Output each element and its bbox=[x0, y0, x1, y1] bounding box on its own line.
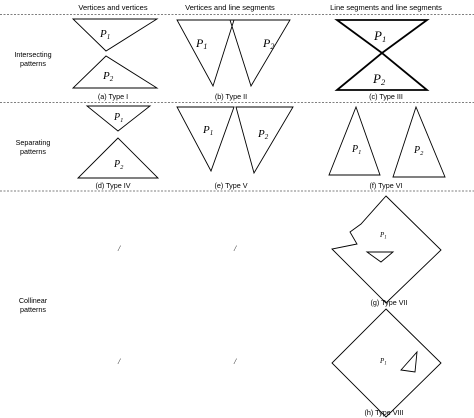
type-8-polygon-p1 bbox=[331, 308, 442, 418]
type-7-polygon-p2 bbox=[365, 251, 395, 263]
type-6-polygon-p1 bbox=[328, 105, 381, 176]
header-vertices-and-vertices: Vertices and vertices bbox=[78, 3, 147, 12]
type-3-label-p1: P1 bbox=[373, 28, 386, 44]
row-label-separating-line1: Separating bbox=[16, 138, 51, 147]
type-3-polygon-p2 bbox=[334, 51, 430, 91]
type-4-polygon-p1 bbox=[85, 105, 152, 132]
caption-type-7: (g) Type VII bbox=[370, 298, 407, 307]
type-5-label-p2: P2 bbox=[257, 128, 269, 141]
type-6-polygon-p2 bbox=[392, 105, 446, 178]
type-3-label-p2: P2 bbox=[372, 71, 386, 87]
type-1-polygon-p2 bbox=[71, 55, 159, 89]
header-line-segments-and-line-segments: Line segments and line segments bbox=[330, 3, 442, 12]
type-4-label-p1: P1 bbox=[113, 112, 123, 124]
type-5-polygon-p2 bbox=[235, 106, 294, 175]
type-3-polygon-p1 bbox=[334, 19, 430, 55]
caption-type-4: (d) Type IV bbox=[95, 181, 130, 190]
type-6-label-p2: P2 bbox=[413, 145, 424, 157]
caption-type-5: (e) Type V bbox=[214, 181, 247, 190]
row-label-separating-line2: patterns bbox=[20, 147, 46, 156]
type-8-label-p1: P1 bbox=[379, 357, 387, 367]
type-1-label-p1: P1 bbox=[99, 28, 110, 41]
type-2-polygon-p1 bbox=[176, 19, 235, 88]
empty-cell-marker-vertices-segments-upper: / bbox=[233, 244, 237, 253]
type-2-label-p1: P1 bbox=[195, 36, 207, 51]
type-1-label-p2: P2 bbox=[102, 70, 114, 83]
header-vertices-and-line-segments: Vertices and line segments bbox=[185, 3, 275, 12]
caption-type-3: (c) Type III bbox=[369, 92, 403, 101]
empty-cell-marker-vertices-vertices-upper: / bbox=[117, 244, 121, 253]
type-7-polygon-p1 bbox=[331, 195, 442, 304]
type-8-polygon-p2 bbox=[400, 350, 418, 373]
caption-type-1: (a) Type I bbox=[98, 92, 128, 101]
type-5-polygon-p1 bbox=[176, 106, 235, 173]
row-label-intersecting-line2: patterns bbox=[20, 59, 46, 68]
caption-type-8: (h) Type VIII bbox=[364, 408, 403, 417]
type-1-polygon-p1 bbox=[71, 18, 159, 52]
caption-type-6: (f) Type VI bbox=[369, 181, 402, 190]
empty-cell-marker-vertices-vertices-lower: / bbox=[117, 357, 121, 366]
row-label-intersecting-line1: Intersecting bbox=[14, 50, 51, 59]
type-4-label-p2: P2 bbox=[113, 159, 124, 171]
type-2-polygon-p2 bbox=[229, 19, 291, 88]
type-4-polygon-p2 bbox=[76, 137, 160, 179]
type-2-label-p2: P2 bbox=[262, 36, 274, 51]
caption-type-2: (b) Type II bbox=[215, 92, 247, 101]
row-label-collinear-line1: Collinear bbox=[19, 296, 48, 305]
type-7-label-p1: P1 bbox=[379, 231, 387, 241]
row-label-collinear-line2: patterns bbox=[20, 305, 46, 314]
type-6-label-p1: P1 bbox=[351, 144, 361, 156]
empty-cell-marker-vertices-segments-lower: / bbox=[233, 357, 237, 366]
type-5-label-p1: P1 bbox=[202, 124, 213, 137]
